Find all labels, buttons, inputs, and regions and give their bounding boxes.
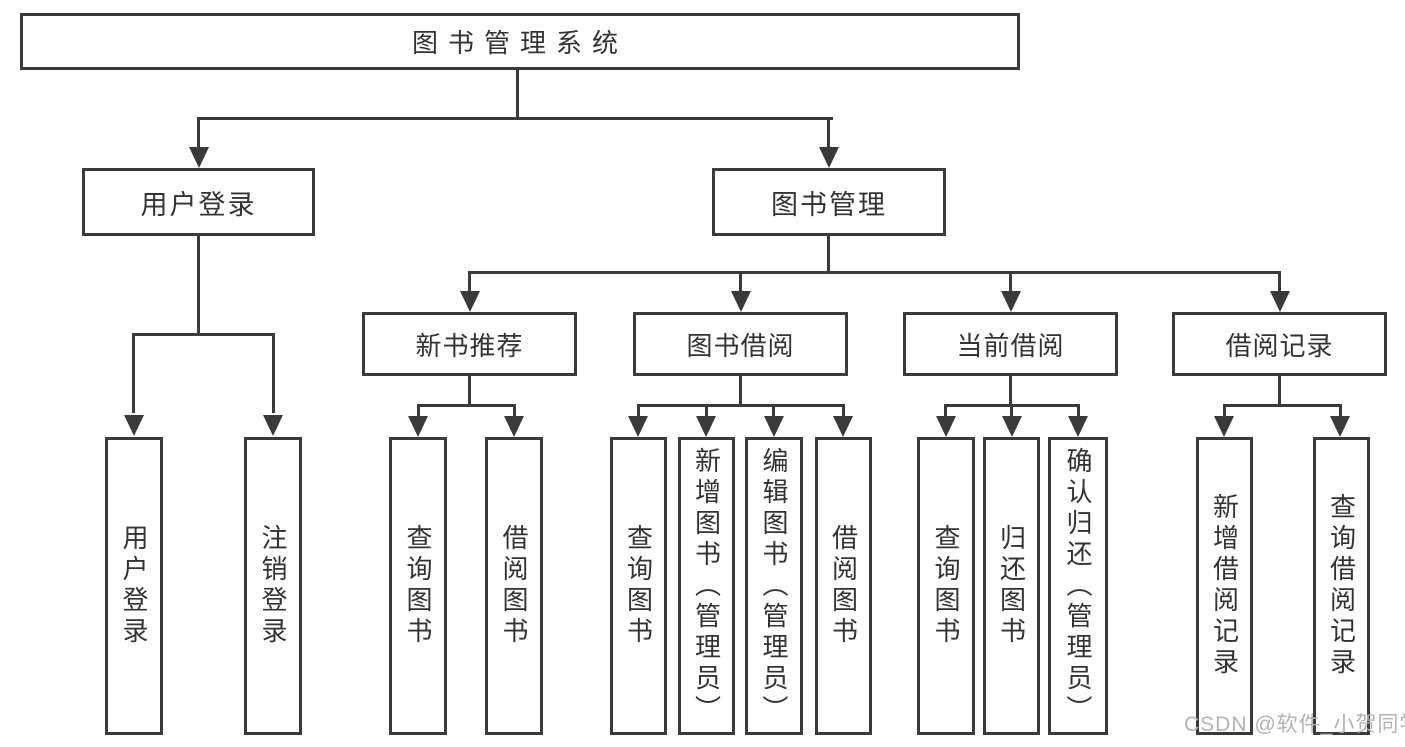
node-label: 查询图书 (931, 524, 961, 648)
arrow-down-icon (819, 147, 839, 168)
arrow-down-icon (833, 416, 853, 437)
node-label: 用户登录 (119, 524, 149, 648)
node-label: 归还图书 (996, 524, 1027, 648)
connector-line (132, 333, 275, 336)
connector-line (772, 404, 775, 418)
connector-line (637, 404, 845, 407)
leaf-confirm-return-admin: 确认归还（管理员） (1048, 437, 1108, 735)
node-new-book-recommendation: 新书推荐 (362, 312, 577, 376)
arrow-down-icon (731, 291, 751, 312)
leaf-logout: 注销登录 (244, 437, 302, 735)
connector-line (468, 271, 1281, 274)
node-label: 借阅图书 (499, 524, 529, 648)
arrow-down-icon (408, 416, 428, 437)
arrow-down-icon (504, 416, 524, 437)
leaf-user-login: 用户登录 (105, 437, 163, 735)
connector-line (1009, 376, 1012, 407)
leaf-query-books-recommend: 查询图书 (389, 437, 447, 735)
arrow-down-icon (1270, 291, 1290, 312)
node-label: 图书管理 (771, 189, 887, 220)
node-label: 图书管理系统 (411, 28, 628, 58)
connector-line (1077, 404, 1080, 418)
connector-line (468, 271, 471, 292)
connector-line (468, 376, 471, 407)
connector-line (944, 404, 947, 418)
arrow-down-icon (1330, 416, 1350, 437)
arrow-down-icon (628, 416, 648, 437)
node-book-management: 图书管理 (712, 168, 946, 236)
connector-line (842, 404, 845, 418)
connector-line (1010, 404, 1013, 418)
connector-line (197, 117, 200, 151)
arrow-down-icon (1214, 416, 1234, 437)
leaf-query-borrow-record: 查询借阅记录 (1313, 437, 1370, 735)
node-current-borrowing: 当前借阅 (903, 312, 1118, 376)
arrow-down-icon (1068, 416, 1088, 437)
connector-line (739, 271, 742, 292)
node-label: 借阅图书 (828, 524, 859, 648)
node-label: 查询图书 (623, 524, 654, 648)
connector-line (417, 404, 420, 418)
node-book-borrowing: 图书借阅 (633, 312, 848, 376)
connector-line (132, 333, 135, 413)
node-label: 注销登录 (258, 524, 288, 648)
csdn-watermark: CSDN @软件_小贺同学 (1184, 713, 1405, 736)
leaf-add-borrow-record: 新增借阅记录 (1196, 437, 1253, 735)
arrow-down-icon (1002, 416, 1022, 437)
node-label: 新增图书（管理员） (691, 446, 722, 726)
node-label: 借阅记录 (1225, 330, 1334, 361)
arrow-down-icon (460, 291, 480, 312)
node-label: 确认归还（管理员） (1063, 446, 1093, 726)
node-label: 查询图书 (403, 524, 433, 648)
connector-line (637, 404, 640, 418)
leaf-borrow-books-recommend: 借阅图书 (485, 437, 543, 735)
leaf-edit-book-admin: 编辑图书（管理员） (745, 437, 803, 735)
connector-line (1278, 376, 1281, 407)
arrow-down-icon (696, 416, 716, 437)
arrow-down-icon (189, 147, 209, 168)
connector-line (1278, 271, 1281, 292)
connector-line (417, 404, 516, 407)
leaf-add-book-admin: 新增图书（管理员） (678, 437, 735, 735)
connector-line (516, 68, 519, 119)
arrow-down-icon (1001, 291, 1021, 312)
leaf-query-books-current: 查询图书 (917, 437, 975, 735)
node-label: 查询借阅记录 (1326, 493, 1357, 679)
connector-line (739, 376, 742, 407)
node-label: 新书推荐 (415, 330, 524, 361)
arrow-down-icon (764, 416, 784, 437)
arrow-down-icon (263, 415, 283, 436)
leaf-borrow-books: 借阅图书 (815, 437, 872, 735)
connector-line (197, 236, 200, 335)
node-label: 新增借阅记录 (1209, 493, 1240, 679)
connector-line (272, 333, 275, 413)
node-borrowing-records: 借阅记录 (1172, 312, 1387, 376)
leaf-return-books: 归还图书 (983, 437, 1040, 735)
connector-line (827, 117, 830, 151)
connector-line (1009, 271, 1012, 292)
connector-line (1339, 404, 1342, 418)
connector-line (1223, 404, 1342, 407)
node-library-system: 图书管理系统 (20, 13, 1020, 70)
node-user-login: 用户登录 (82, 168, 315, 236)
arrow-down-icon (124, 415, 144, 436)
node-label: 图书借阅 (686, 330, 795, 361)
connector-line (197, 117, 833, 120)
arrow-down-icon (936, 416, 956, 437)
leaf-query-books-borrowing: 查询图书 (610, 437, 667, 735)
connector-line (827, 236, 830, 273)
node-label: 编辑图书（管理员） (759, 446, 789, 726)
connector-line (513, 404, 516, 418)
node-label: 用户登录 (140, 189, 257, 220)
node-label: 当前借阅 (956, 330, 1065, 361)
connector-line (1223, 404, 1226, 418)
connector-line (705, 404, 708, 418)
